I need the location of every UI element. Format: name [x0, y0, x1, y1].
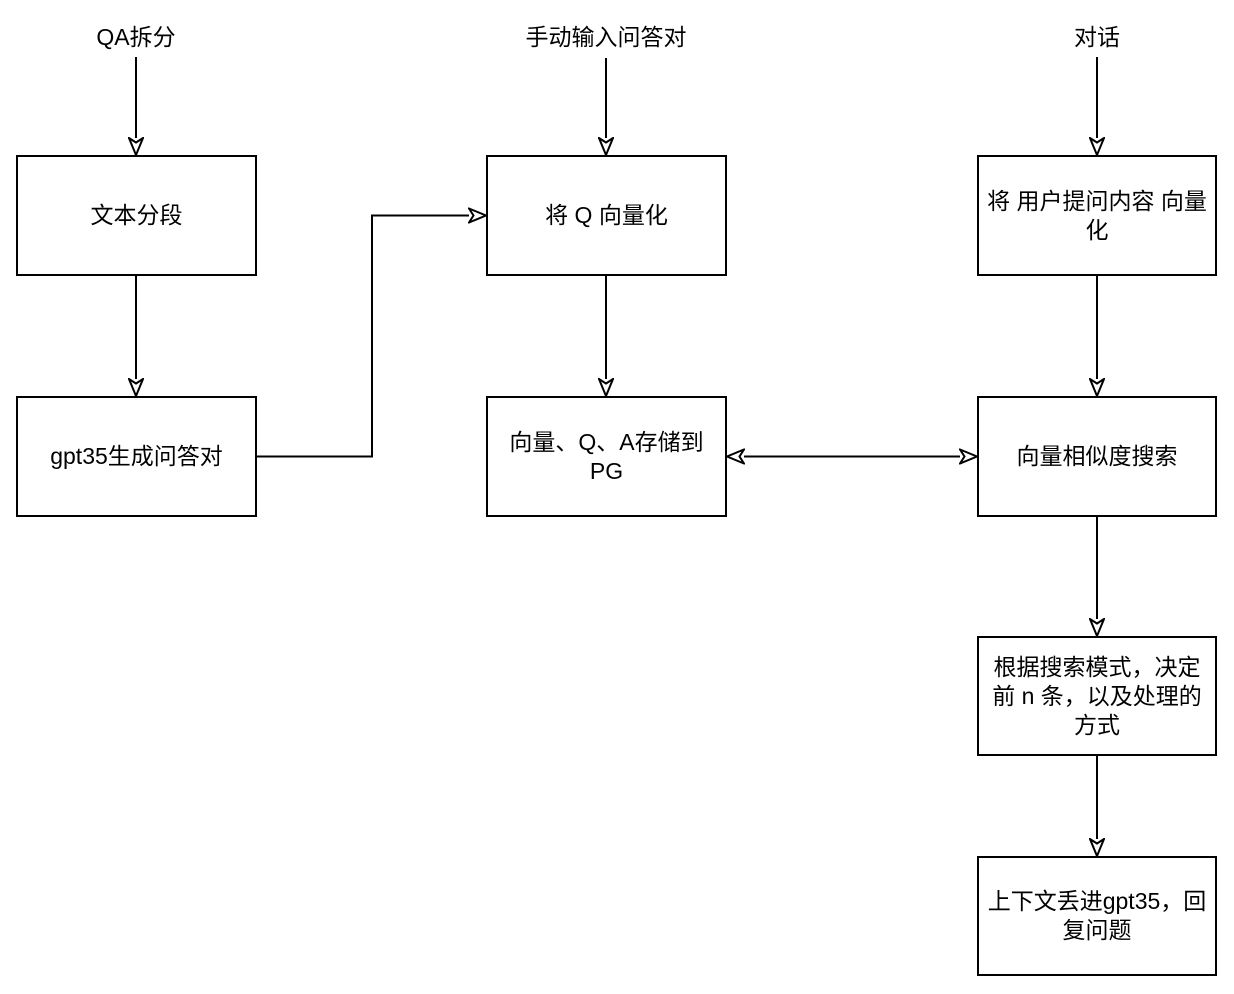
node-label-vectorize-user-question: 将 用户提问内容 向量 化: [987, 187, 1207, 243]
node-label-store-vector-q-a-to-pg: 向量、Q、A存储到 PG: [509, 428, 704, 484]
node-search-mode-decision: 根据搜索模式，决定 前 n 条，以及处理的 方式: [977, 636, 1217, 756]
node-gpt35-generate-qa-pairs: gpt35生成问答对: [16, 396, 257, 517]
node-label-text-segmentation: 文本分段: [90, 202, 183, 228]
node-vector-similarity-search: 向量相似度搜索: [977, 396, 1217, 517]
node-vectorize-q: 将 Q 向量化: [486, 155, 727, 276]
node-label-vector-similarity-search: 向量相似度搜索: [1016, 443, 1178, 469]
entry-label-conversation: 对话: [1074, 24, 1120, 50]
entry-label-qa-split: QA拆分: [96, 24, 176, 50]
edge-gpt35-generate-to-vectorize-q: [257, 216, 469, 458]
node-label-context-to-gpt35-answer: 上下文丢进gpt35，回 复问题: [987, 888, 1207, 943]
node-text-segmentation: 文本分段: [16, 155, 257, 276]
node-label-vectorize-q: 将 Q 向量化: [545, 202, 668, 228]
entry-label-manual-input-qa-pairs: 手动输入问答对: [525, 24, 687, 50]
node-label-search-mode-decision: 根据搜索模式，决定 前 n 条，以及处理的 方式: [992, 653, 1202, 738]
node-label-gpt35-generate-qa-pairs: gpt35生成问答对: [50, 443, 223, 469]
node-vectorize-user-question: 将 用户提问内容 向量 化: [977, 155, 1217, 276]
node-context-to-gpt35-answer: 上下文丢进gpt35，回 复问题: [977, 856, 1217, 976]
node-store-vector-q-a-to-pg: 向量、Q、A存储到 PG: [486, 396, 727, 517]
